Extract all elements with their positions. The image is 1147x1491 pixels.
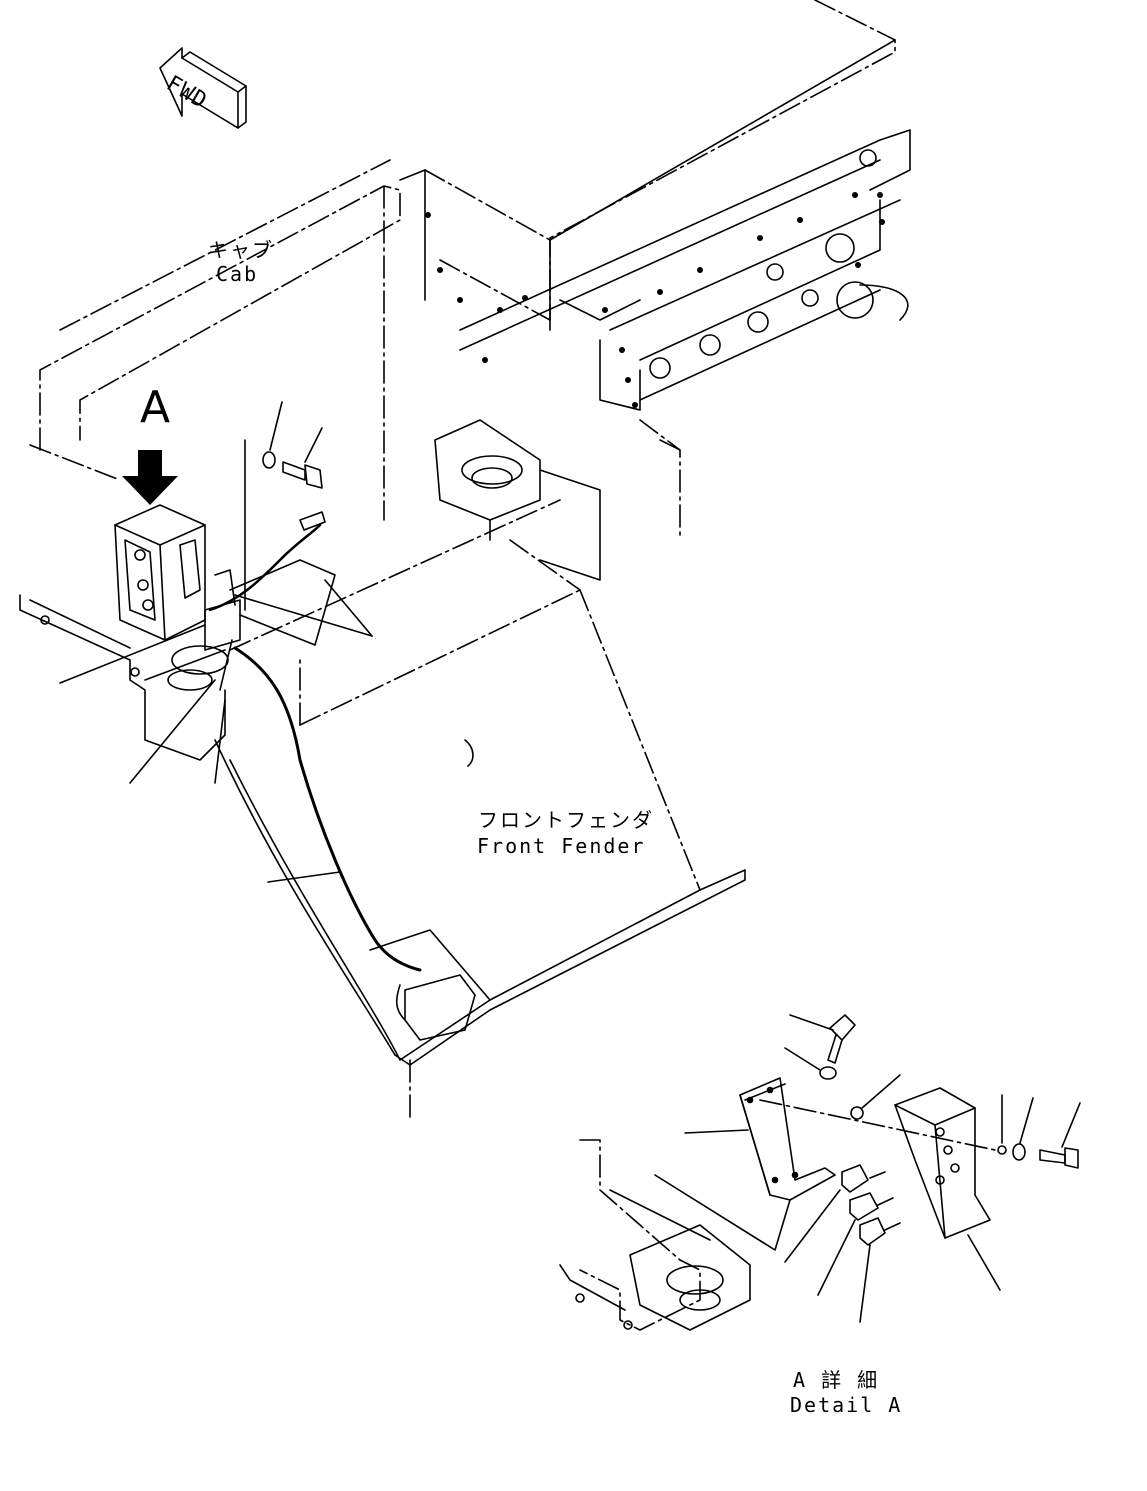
detail-a-washers-bolt: [997, 1094, 1081, 1169]
frame-fasteners: [425, 192, 885, 408]
cab-label-jp: キャブ: [208, 238, 274, 262]
frame-rails: [459, 129, 911, 411]
leader-lines-main: [59, 579, 373, 883]
fender-work-light: [395, 974, 476, 1041]
bolt-washer-main: [262, 401, 323, 489]
front-fender-label-en: Front Fender: [477, 834, 646, 858]
view-a-label: A: [140, 382, 171, 433]
wire-harness: [204, 511, 422, 972]
detail-a-label-jp: A 詳 細: [793, 1368, 880, 1392]
front-fender-label-jp: フロントフェンダ: [478, 808, 654, 832]
detail-a-lamps: [784, 1164, 901, 1323]
detail-a-bracket: [654, 1077, 836, 1251]
front-fender-panel: [214, 739, 746, 1066]
left-frame-member: [19, 594, 229, 761]
mounting-boss-rear: [434, 419, 601, 581]
cab-upper-panel: [399, 39, 896, 331]
detail-a-bolt: [784, 1014, 856, 1080]
detail-a-frame: [559, 1139, 751, 1331]
work-light-housing: [114, 504, 206, 641]
detail-a-label-en: Detail A: [790, 1393, 903, 1417]
cab-label-en: Cab: [216, 262, 259, 286]
front-fender-outline: [229, 419, 701, 1121]
view-a-arrow-icon: [122, 450, 178, 505]
detail-a-nut: [759, 1074, 996, 1151]
detail-a-cover: [894, 1087, 1001, 1291]
harness-bracket-plate: [229, 439, 336, 646]
fwd-arrow-icon: [159, 47, 247, 129]
